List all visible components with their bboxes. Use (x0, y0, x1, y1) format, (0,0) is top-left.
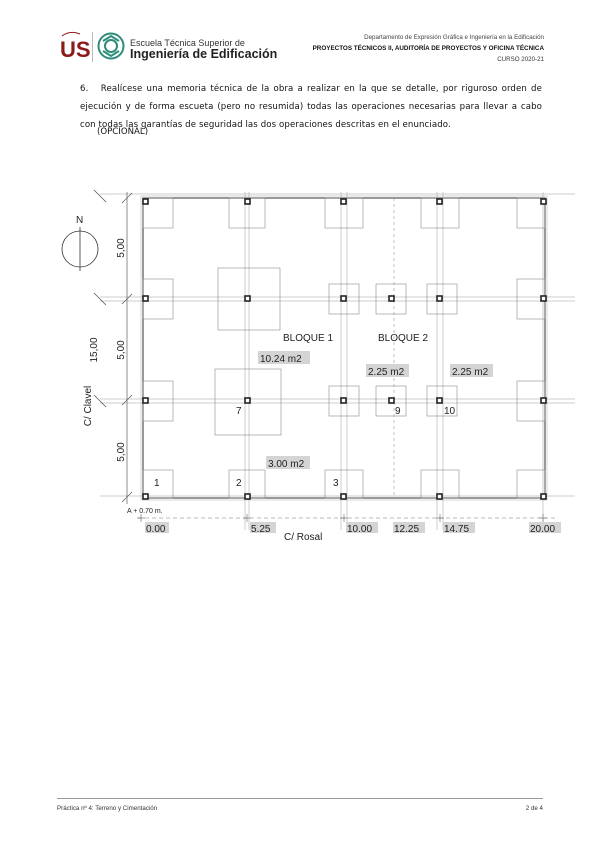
x-tick-4: 14.75 (444, 524, 469, 535)
question-number: 6. (80, 84, 89, 94)
question-paragraph: 6. Realícese una memoria técnica de la o… (80, 80, 542, 134)
plan-outline (142, 197, 546, 499)
pile-number-10: 10 (444, 406, 456, 417)
school-name-line1: Escuela Técnica Superior de (130, 38, 245, 48)
footings (142, 197, 546, 499)
x-tick-0: 0.00 (146, 524, 166, 535)
pile-number-2: 2 (236, 478, 242, 489)
north-arrow-icon: N (61, 215, 99, 271)
pile-number-3: 3 (333, 478, 339, 489)
pile-number-1: 1 (154, 478, 160, 489)
question-text: Realícese una memoria técnica de la obra… (80, 84, 542, 130)
block-1-label: BLOQUE 1 (283, 333, 333, 344)
north-label: N (76, 215, 83, 226)
x-tick-2: 10.00 (347, 524, 372, 535)
area-label-3: 2.25 m2 (368, 367, 405, 378)
area-label-2: 3.00 m2 (268, 459, 305, 470)
x-tick-3: 12.25 (394, 524, 419, 535)
school-logo-icon (97, 32, 125, 60)
area-label-4: 2.25 m2 (452, 367, 489, 378)
dim-left-3: 5,00 (116, 442, 127, 462)
university-logo: US (60, 31, 91, 62)
x-tick-5: 20.00 (530, 524, 555, 535)
dim-left-1: 5,00 (116, 238, 127, 258)
grid-lines (100, 192, 575, 530)
course-title: PROYECTOS TÉCNICOS II, AUDITORÍA DE PROY… (312, 45, 544, 52)
left-dimension (93, 189, 133, 504)
department-name: Departamento de Expresión Gráfica e Inge… (364, 34, 544, 41)
page-number: 2 de 4 (525, 805, 543, 812)
street-bottom-label: C/ Rosal (284, 532, 322, 543)
pile-number-7: 7 (236, 406, 242, 417)
foundation-plan: 5,00 5,00 5,00 15,00 C/ Clavel N A + 0.7… (61, 189, 575, 543)
footer-practice-title: Práctica nº 4: Terreno y Cimentación (57, 805, 158, 812)
dim-left-2: 5,00 (116, 340, 127, 360)
school-name-line2: Ingeniería de Edificación (130, 47, 278, 61)
logo-divider (92, 32, 93, 62)
street-left-label: C/ Clavel (83, 386, 94, 427)
x-ticks: 0.00 5.25 10.00 12.25 14.75 20.00 (145, 522, 561, 535)
level-label: A + 0.70 m. (127, 508, 163, 515)
university-logo-letters: US (60, 37, 91, 62)
course-year: CURSO 2020-21 (497, 56, 544, 63)
columns (142, 198, 547, 500)
dim-left-total: 15,00 (89, 337, 100, 362)
area-label-1: 10.24 m2 (260, 354, 302, 365)
x-tick-1: 5.25 (251, 524, 271, 535)
pile-number-9: 9 (395, 406, 401, 417)
question-optional-note: (OPCIONAL) (97, 127, 149, 137)
block-2-label: BLOQUE 2 (378, 333, 428, 344)
footer-divider (57, 798, 543, 799)
